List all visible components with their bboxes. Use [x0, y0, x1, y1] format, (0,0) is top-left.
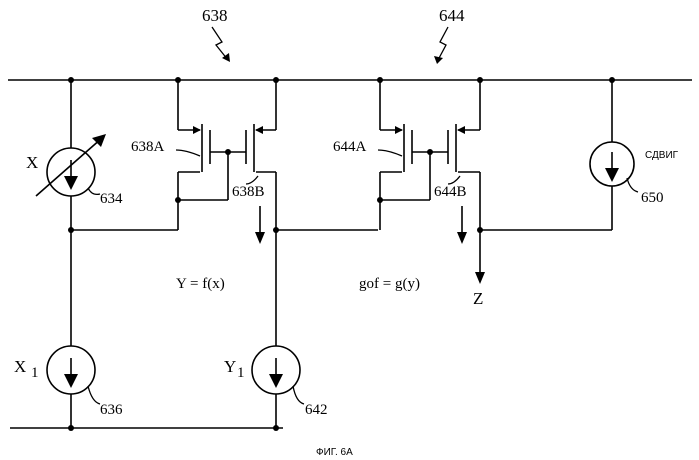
arrow-down-icon: [64, 374, 78, 388]
arrow-down-icon: [255, 232, 265, 244]
ref-636: 636: [100, 402, 123, 418]
lightning-arrow-icon: [212, 27, 228, 60]
output-gof-label: gof = g(y): [359, 276, 420, 292]
output-y-label: Y = f(x): [176, 276, 225, 292]
junction-dots: [68, 77, 615, 431]
arrow-down-icon: [475, 272, 485, 284]
variable-arrow-icon: [36, 138, 102, 196]
source-shift-column: [590, 80, 634, 230]
arrow-down-icon: [457, 232, 467, 244]
arrow-down-icon: [605, 168, 619, 182]
ref-644a: 644A: [333, 139, 367, 155]
label-y1: Y: [224, 357, 236, 376]
label-x1-subscript: 1: [31, 365, 39, 381]
lightning-arrow-icon: [438, 27, 448, 60]
ref-642: 642: [305, 402, 328, 418]
arrow-down-icon: [64, 176, 78, 190]
label-x: X: [26, 153, 38, 172]
ref-638: 638: [202, 6, 228, 25]
label-y1-subscript: 1: [237, 365, 245, 381]
ref-644: 644: [439, 6, 465, 25]
mirror-block-644: [380, 27, 612, 284]
label-x1: X: [14, 357, 26, 376]
source-x-column: [36, 80, 106, 428]
ref-634: 634: [100, 191, 123, 207]
output-z-label: Z: [473, 289, 483, 308]
ref-638a: 638A: [131, 139, 165, 155]
ref-638b: 638B: [232, 184, 265, 200]
mirror-block-638: [71, 27, 378, 346]
arrow-down-icon: [269, 374, 283, 388]
ref-650: 650: [641, 190, 664, 206]
label-shift: СДВИГ: [645, 150, 679, 161]
figure-caption: ФИГ. 6А: [316, 447, 353, 458]
ref-644b: 644B: [434, 184, 467, 200]
